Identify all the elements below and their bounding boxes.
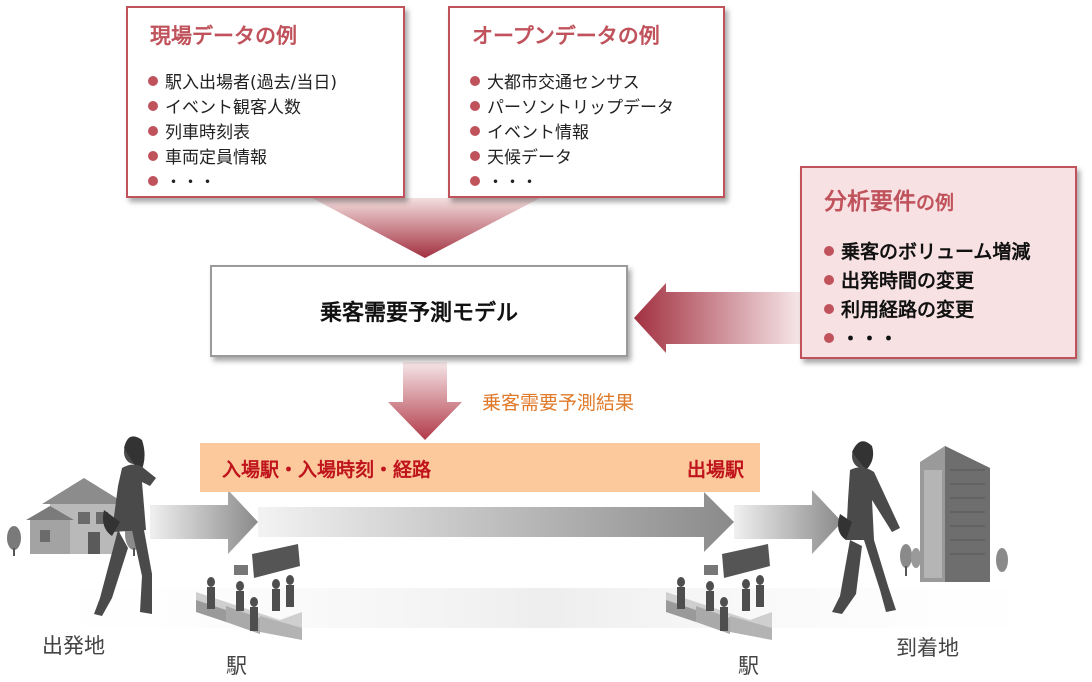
bullet-icon xyxy=(824,303,834,314)
analysis-title-suffix: の例 xyxy=(916,192,955,214)
list-item: ・・・ xyxy=(824,323,1030,352)
list-item: 出発時間の変更 xyxy=(824,265,1030,294)
journey-arrow-main xyxy=(258,492,734,552)
list-item: 駅入出場者(過去/当日) xyxy=(148,68,337,93)
route-bar: 入場駅・入場時刻・経路 出場駅 xyxy=(200,443,760,492)
prediction-result-label: 乗客需要予測結果 xyxy=(482,392,635,414)
journey-arrow-destination xyxy=(734,490,842,554)
bullet-icon xyxy=(470,175,480,186)
bullet-icon xyxy=(148,75,158,86)
bullet-icon xyxy=(148,175,158,186)
destination-label: 到着地 xyxy=(896,636,959,660)
bullet-icon xyxy=(824,274,834,285)
merge-arrow xyxy=(312,198,540,258)
list-item: イベント情報 xyxy=(470,118,674,143)
origin-label: 出発地 xyxy=(42,634,105,658)
bullet-icon xyxy=(470,125,480,136)
analysis-list: 乗客のボリューム増減 出発時間の変更 利用経路の変更 ・・・ xyxy=(824,236,1030,352)
bullet-icon xyxy=(824,332,834,343)
bullet-icon xyxy=(148,150,158,161)
field-data-title: 現場データの例 xyxy=(150,24,297,48)
analysis-title: 分析要件の例 xyxy=(824,182,954,216)
open-data-list: 大都市交通センサス パーソントリップデータ イベント情報 天候データ ・・・ xyxy=(470,68,674,193)
journey-arrow-origin xyxy=(150,490,258,554)
list-item: 列車時刻表 xyxy=(148,118,337,143)
list-item: 利用経路の変更 xyxy=(824,294,1030,323)
analysis-title-main: 分析要件 xyxy=(824,189,916,215)
result-arrow xyxy=(388,362,462,440)
office-building-icon xyxy=(900,446,1008,582)
list-item: イベント観客人数 xyxy=(148,93,337,118)
route-exit-label: 出場駅 xyxy=(686,459,744,481)
station-gate-icon xyxy=(666,544,772,640)
prediction-model-box: 乗客需要予測モデル xyxy=(210,265,628,357)
bullet-icon xyxy=(470,75,480,86)
field-data-list: 駅入出場者(過去/当日) イベント観客人数 列車時刻表 車両定員情報 ・・・ xyxy=(148,68,337,193)
station-gate-icon xyxy=(196,544,302,640)
route-entry-label: 入場駅・入場時刻・経路 xyxy=(222,459,432,481)
woman-with-bag-icon xyxy=(832,441,900,614)
station-exit-label: 駅 xyxy=(738,654,759,678)
bullet-icon xyxy=(148,100,158,111)
bullet-icon xyxy=(470,100,480,111)
open-data-title: オープンデータの例 xyxy=(472,24,660,48)
field-data-box: 現場データの例 駅入出場者(過去/当日) イベント観客人数 列車時刻表 車両定員… xyxy=(126,6,405,198)
station-entry-label: 駅 xyxy=(226,654,247,678)
analysis-arrow xyxy=(634,283,800,353)
list-item: ・・・ xyxy=(470,168,674,193)
walking-woman-icon xyxy=(94,436,156,616)
analysis-box: 分析要件の例 乗客のボリューム増減 出発時間の変更 利用経路の変更 ・・・ xyxy=(800,166,1077,359)
bullet-icon xyxy=(470,150,480,161)
bullet-icon xyxy=(148,125,158,136)
open-data-box: オープンデータの例 大都市交通センサス パーソントリップデータ イベント情報 天… xyxy=(448,6,725,198)
list-item: 車両定員情報 xyxy=(148,143,337,168)
list-item: 乗客のボリューム増減 xyxy=(824,236,1030,265)
list-item: ・・・ xyxy=(148,168,337,193)
bullet-icon xyxy=(824,245,834,256)
list-item: 天候データ xyxy=(470,143,674,168)
floor-shadow xyxy=(0,588,1092,628)
list-item: パーソントリップデータ xyxy=(470,93,674,118)
list-item: 大都市交通センサス xyxy=(470,68,674,93)
